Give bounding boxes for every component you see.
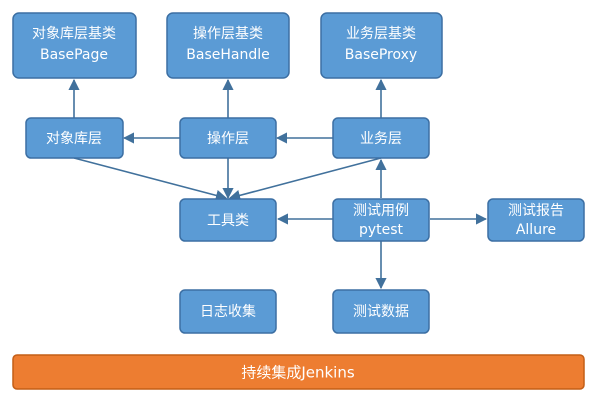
node-test-cases-framework: pytest bbox=[359, 222, 404, 238]
node-business-base-class: BaseProxy bbox=[345, 47, 417, 63]
edge-business-layer-to-tools bbox=[228, 157, 382, 201]
node-object-base-class: BasePage bbox=[40, 47, 108, 63]
node-test-cases: 测试用例 pytest bbox=[332, 198, 430, 242]
node-test-data-label: 测试数据 bbox=[353, 304, 409, 320]
node-operation-layer-label: 操作层 bbox=[207, 131, 249, 147]
node-log-collection-label: 日志收集 bbox=[200, 303, 256, 320]
node-test-report-tool: Allure bbox=[516, 222, 556, 238]
node-operation-base: 操作层基类 BaseHandle bbox=[166, 12, 290, 79]
node-tools: 工具类 bbox=[179, 198, 277, 242]
node-business-layer-label: 业务层 bbox=[360, 131, 402, 147]
node-business-base: 业务层基类 BaseProxy bbox=[320, 12, 443, 79]
edges-group bbox=[68, 78, 488, 290]
node-test-cases-title: 测试用例 bbox=[353, 203, 409, 219]
node-test-report: 测试报告 Allure bbox=[487, 198, 585, 242]
node-operation-base-class: BaseHandle bbox=[186, 47, 269, 63]
edge-object-layer-to-tools bbox=[73, 157, 228, 201]
node-tools-label: 工具类 bbox=[207, 213, 249, 229]
ci-jenkins-label: 持续集成Jenkins bbox=[241, 364, 355, 382]
node-object-base: 对象库层基类 BasePage bbox=[12, 12, 137, 79]
node-business-base-title: 业务层基类 bbox=[346, 25, 416, 42]
node-test-report-title: 测试报告 bbox=[508, 203, 564, 219]
ci-jenkins-bar: 持续集成Jenkins bbox=[12, 354, 585, 390]
node-operation-layer: 操作层 bbox=[179, 117, 277, 159]
node-operation-base-title: 操作层基类 bbox=[193, 25, 263, 42]
node-object-layer-label: 对象库层 bbox=[46, 131, 102, 147]
node-business-layer: 业务层 bbox=[332, 117, 430, 159]
node-log-collection: 日志收集 bbox=[179, 289, 277, 334]
node-object-layer: 对象库层 bbox=[25, 117, 124, 159]
node-object-base-title: 对象库层基类 bbox=[32, 25, 116, 42]
node-test-data: 测试数据 bbox=[332, 289, 430, 334]
